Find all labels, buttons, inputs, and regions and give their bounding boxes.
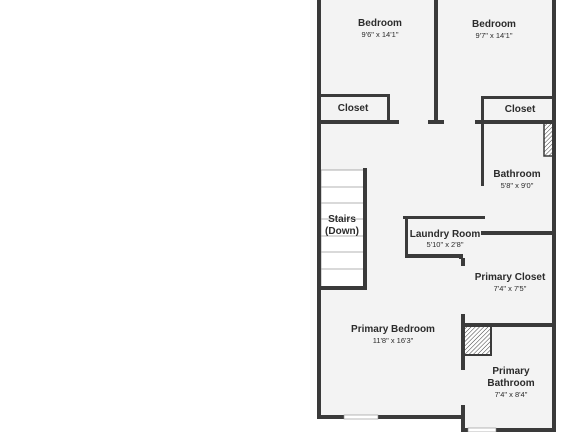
primary-bedroom-dims: 11'8" x 16'3" xyxy=(373,336,414,345)
primary-closet-dims: 7'4" x 7'5" xyxy=(494,284,527,293)
bedroom-2-floor xyxy=(437,0,554,122)
bedroom-1-name: Bedroom xyxy=(358,18,402,29)
primary-bedroom-name: Primary Bedroom xyxy=(351,324,435,335)
primary-bathroom-dims: 7'4" x 8'4" xyxy=(495,390,528,399)
primary-bathroom-label-line2: Bathroom xyxy=(487,378,534,389)
closet-1-name: Closet xyxy=(338,103,369,114)
bedroom-1-floor xyxy=(320,0,435,122)
bedroom-1-dims: 9'6" x 14'1" xyxy=(362,30,399,39)
bathroom-shower-fixture xyxy=(543,121,554,157)
primary-bedroom-window xyxy=(343,414,379,420)
primary-closet-floor xyxy=(462,234,554,325)
laundry-room-name: Laundry Room xyxy=(410,229,481,240)
stairs-label-line2: (Down) xyxy=(325,226,359,237)
primary-bathroom-label-line1: Primary xyxy=(492,366,530,377)
stairs-label-line1: Stairs xyxy=(328,214,356,225)
bathroom-floor xyxy=(482,122,554,234)
primary-closet-name: Primary Closet xyxy=(475,272,546,283)
room-labels: Bedroom 9'6" x 14'1" Bedroom 9'7" x 14'1… xyxy=(325,18,546,399)
bathroom-name: Bathroom xyxy=(493,169,540,180)
windows xyxy=(343,414,497,432)
laundry-room-dims: 5'10" x 2'8" xyxy=(427,240,464,249)
bathroom-dims: 5'8" x 9'0" xyxy=(501,181,534,190)
bedroom-2-name: Bedroom xyxy=(472,19,516,30)
bedroom-2-dims: 9'7" x 14'1" xyxy=(476,31,513,40)
walls xyxy=(317,0,556,432)
primary-bath-shower-fixture xyxy=(462,325,492,356)
closet-2-name: Closet xyxy=(505,104,536,115)
floor-areas xyxy=(320,0,554,429)
primary-bathroom-window xyxy=(467,427,497,432)
